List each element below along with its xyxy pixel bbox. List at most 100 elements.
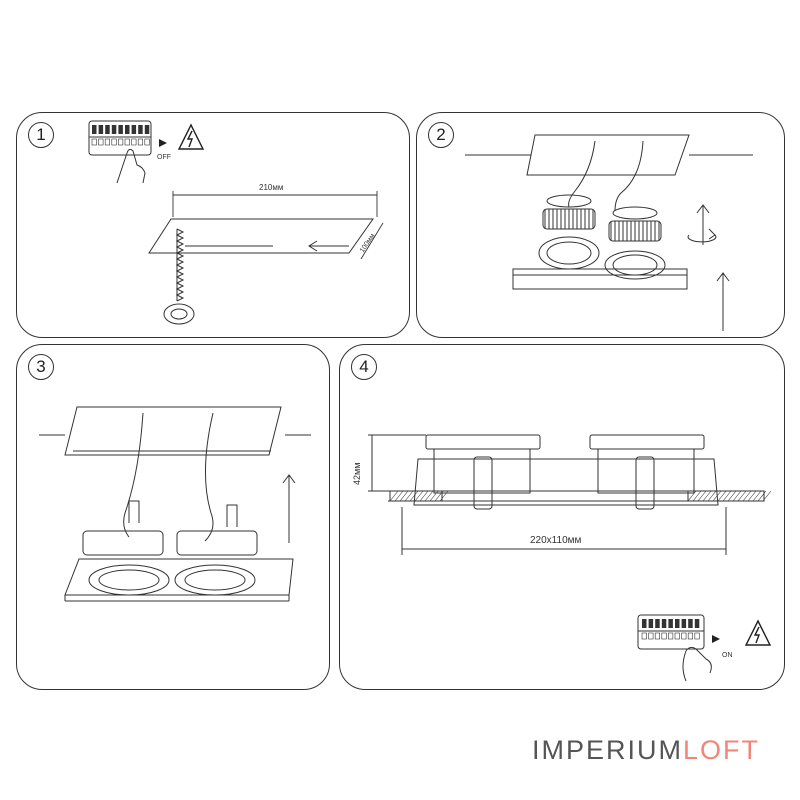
breaker-switch <box>131 125 137 134</box>
breaker-switch <box>642 619 647 628</box>
hatch-line <box>394 490 404 502</box>
breaker-panel-icon <box>88 120 152 156</box>
breaker-terminal <box>654 632 661 640</box>
hatch-line <box>389 490 399 502</box>
breaker-terminal <box>681 632 687 640</box>
hatch-line <box>399 490 409 502</box>
breaker-switch <box>694 619 700 628</box>
breaker-terminal <box>687 632 694 640</box>
hatch-line <box>409 490 419 502</box>
up-arrow-icon <box>282 474 296 543</box>
rotate-arrow-icon <box>687 204 717 245</box>
breaker-switch <box>138 125 143 134</box>
hatch-line <box>692 490 702 502</box>
ceiling-board <box>148 218 374 254</box>
pointer-arrow-icon <box>712 635 720 643</box>
height-dimension-label: 42мм <box>352 463 362 485</box>
breaker-switch <box>681 619 687 628</box>
hatch-line <box>697 490 707 502</box>
breaker-terminal <box>694 632 700 640</box>
breaker-terminal <box>124 138 130 146</box>
step-1-panel: 1 OFF 210мм 1 <box>16 112 410 338</box>
spring-clip <box>473 456 493 510</box>
breaker-terminal <box>661 632 667 640</box>
breaker-switch <box>111 125 117 134</box>
high-voltage-icon <box>177 123 205 150</box>
breaker-terminal <box>137 138 143 146</box>
breaker-switch <box>144 125 150 134</box>
switch-on-label: ON <box>722 652 733 659</box>
step-number: 2 <box>428 122 454 148</box>
size-dimension-label: 220x110мм <box>530 535 582 546</box>
hatch-line <box>747 490 757 502</box>
hatch-line <box>424 490 434 502</box>
up-arrow-icon <box>716 272 730 331</box>
hand-icon <box>116 148 146 184</box>
breaker-terminal <box>131 138 137 146</box>
step-4-diagram: 42мм 220x110мм ON <box>352 434 772 682</box>
switch-off-label: OFF <box>157 154 171 161</box>
hatch-line <box>727 490 737 502</box>
breaker-switch <box>98 125 104 134</box>
brand-logo-part1: IMPERIUM <box>531 735 683 765</box>
ceiling-board <box>526 134 690 176</box>
hatch-line <box>732 490 742 502</box>
breaker-terminal <box>641 632 647 640</box>
trim-frame <box>413 458 719 506</box>
hatch-line <box>717 490 727 502</box>
hatch-line <box>414 490 424 502</box>
ceiling-board <box>64 406 282 456</box>
hatch-line <box>687 490 697 502</box>
brand-logo-part2: LOFT <box>682 735 760 765</box>
breaker-switch <box>675 619 680 628</box>
breaker-terminal <box>91 138 97 146</box>
hatch-line <box>762 490 772 502</box>
lamp-module-2 <box>174 504 258 596</box>
hatch-line <box>404 490 414 502</box>
breaker-switch <box>92 125 97 134</box>
step-1-diagram: OFF 210мм 100мм <box>88 120 384 325</box>
hatch-line <box>742 490 752 502</box>
step-number: 3 <box>28 354 54 380</box>
breaker-terminal <box>111 138 117 146</box>
high-voltage-icon <box>744 619 772 646</box>
lamp-module-2 <box>589 434 705 510</box>
breaker-panel-icon <box>637 614 705 650</box>
step-number: 1 <box>28 122 54 148</box>
hatch-line <box>737 490 747 502</box>
breaker-switch <box>125 125 130 134</box>
hatch-line <box>702 490 712 502</box>
insert-arrow-icon <box>308 240 349 252</box>
step-4-panel: 4 <box>339 344 785 690</box>
step-2-diagram <box>465 134 753 331</box>
lamp-module-2 <box>604 206 666 280</box>
breaker-terminal <box>104 138 110 146</box>
breaker-switch <box>648 619 654 628</box>
breaker-switch <box>655 619 660 628</box>
hatch-line <box>707 490 717 502</box>
trim-frame <box>512 268 688 290</box>
length-dimension-label: 210мм <box>259 183 283 192</box>
step-2-panel: 2 <box>416 112 785 338</box>
step-3-diagram <box>39 406 311 602</box>
breaker-switch <box>668 619 673 628</box>
lamp-module-1 <box>82 500 170 596</box>
breaker-terminal <box>648 632 654 640</box>
ceiling-section-left <box>389 490 443 502</box>
step-3-panel: 3 <box>16 344 330 690</box>
breaker-terminal <box>674 632 680 640</box>
step-number: 4 <box>351 354 377 380</box>
hatch-line <box>722 490 732 502</box>
hatch-line <box>419 490 429 502</box>
lamp-module-1 <box>425 434 541 510</box>
breaker-switch <box>118 125 123 134</box>
brand-logo: IMPERIUMLOFT <box>532 735 760 766</box>
breaker-switch <box>688 619 693 628</box>
hand-icon <box>682 646 712 682</box>
hatch-line <box>752 490 762 502</box>
spring-clip <box>635 456 655 510</box>
hatch-line <box>757 490 767 502</box>
pointer-arrow-icon <box>159 139 167 147</box>
breaker-terminal <box>118 138 124 146</box>
saw-icon <box>163 228 195 325</box>
